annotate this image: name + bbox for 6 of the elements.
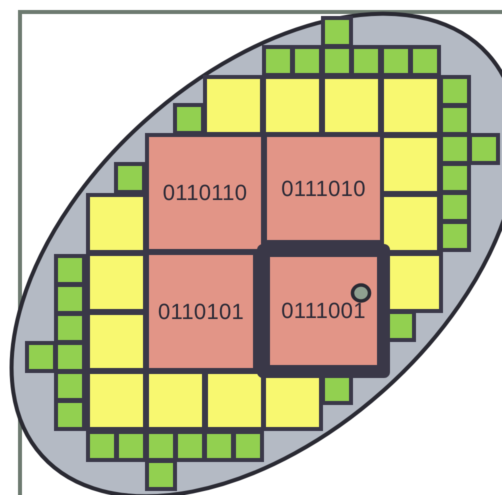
code-cell <box>145 133 265 253</box>
code-cell <box>145 251 257 372</box>
binary-code: 0111010 <box>281 176 366 202</box>
binary-code: 0111001 <box>281 298 366 324</box>
binary-code: 0110110 <box>162 180 248 206</box>
binary-code: 0110101 <box>158 298 244 324</box>
